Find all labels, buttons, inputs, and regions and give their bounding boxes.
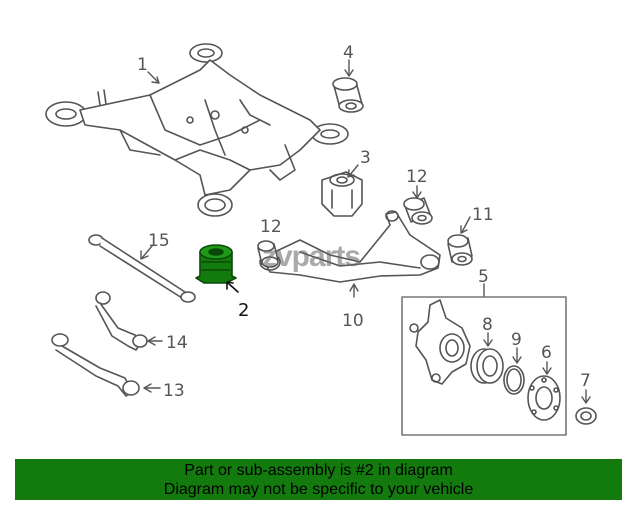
callout-12-upper: 12: [406, 167, 428, 187]
bushing-part-12-upper[interactable]: [403, 185, 433, 225]
knuckle[interactable]: [409, 299, 471, 385]
info-banner: Part or sub-assembly is #2 in diagram Di…: [15, 459, 622, 500]
axle-nut-part-7[interactable]: [575, 389, 597, 425]
hub-flange-part-6[interactable]: [527, 361, 561, 421]
callout-1: 1: [137, 55, 148, 75]
callout-5: 5: [478, 267, 489, 287]
callout-13: 13: [163, 381, 185, 401]
bushing-part-4[interactable]: [332, 59, 364, 113]
zvparts-watermark: zvparts: [262, 240, 360, 273]
link-part-13[interactable]: [51, 333, 161, 397]
bearing-part-8[interactable]: [470, 332, 504, 384]
callout-11: 11: [472, 205, 494, 225]
callout-7: 7: [580, 371, 591, 391]
banner-line-2: Diagram may not be specific to your vehi…: [163, 481, 474, 498]
banner-line-1: Part or sub-assembly is #2 in diagram: [184, 462, 453, 479]
mount-part-3[interactable]: [321, 164, 363, 217]
callout-10: 10: [342, 311, 364, 331]
snap-ring-part-9[interactable]: [503, 347, 525, 395]
callout-6: 6: [541, 343, 552, 363]
callout-8: 8: [482, 315, 493, 335]
callout-3: 3: [360, 148, 371, 168]
bushing-part-12-lower[interactable]: [257, 240, 279, 268]
callout-14: 14: [166, 333, 188, 353]
callout-2: 2: [238, 300, 249, 321]
link-part-14[interactable]: [95, 291, 163, 351]
bushing-part-2-highlighted[interactable]: [195, 244, 239, 293]
bushing-part-11[interactable]: [447, 216, 473, 266]
subframe-part-1[interactable]: [45, 43, 349, 217]
callout-9: 9: [511, 330, 522, 350]
callout-4: 4: [343, 43, 354, 63]
link-part-15[interactable]: [88, 234, 196, 303]
callout-12-lower: 12: [260, 217, 282, 237]
callout-15: 15: [148, 231, 170, 251]
